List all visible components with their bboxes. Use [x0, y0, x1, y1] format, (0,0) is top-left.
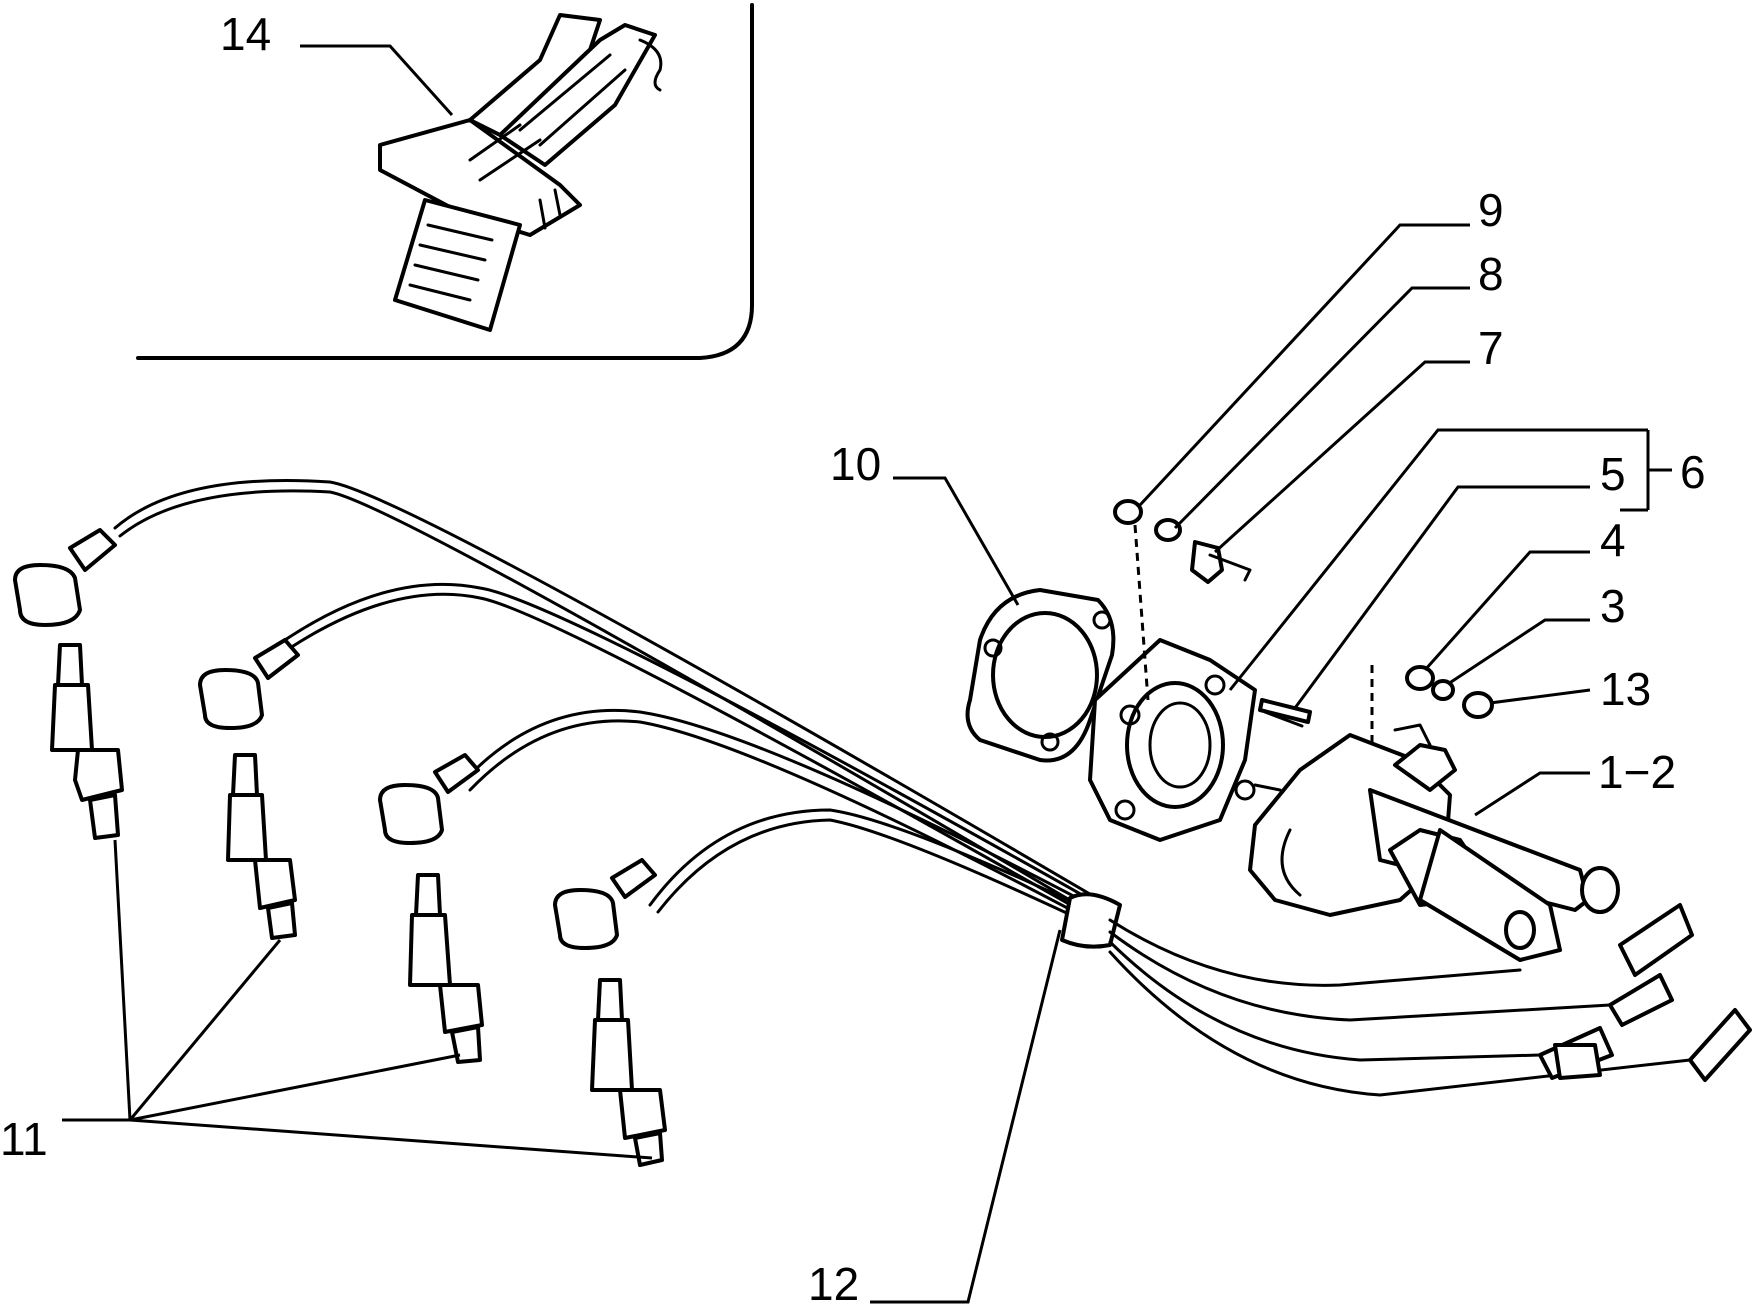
callout-10: 10	[830, 438, 881, 490]
callout-13: 13	[1600, 663, 1651, 715]
inset-frame	[136, 3, 754, 360]
leader-lines	[62, 44, 1672, 1304]
plug-cap-1	[13, 563, 82, 627]
ignition-leads	[113, 479, 1692, 1097]
plug-cap-2	[198, 668, 264, 730]
callout-6: 6	[1680, 446, 1706, 498]
callout-3: 3	[1600, 580, 1626, 632]
plug-cap-3	[378, 783, 444, 845]
callout-5: 5	[1600, 448, 1626, 500]
callout-9: 9	[1478, 184, 1504, 236]
callout-8: 8	[1478, 248, 1504, 300]
wiring-connector-icon	[378, 13, 663, 332]
lead-terminals	[1538, 903, 1752, 1082]
spark-plug-4	[590, 978, 667, 1167]
spark-plug-icon	[50, 643, 667, 1167]
spark-plug-2	[226, 753, 297, 940]
callout-4: 4	[1600, 514, 1626, 566]
bolt-part-7	[1190, 540, 1224, 584]
callout-11: 11	[0, 1113, 48, 1165]
ignition-distributor-icon	[1248, 723, 1620, 962]
stud-part-5	[1258, 698, 1312, 724]
mounting-flange-part	[1088, 638, 1304, 842]
callout-7: 7	[1478, 322, 1504, 374]
washer-part-4	[1405, 665, 1435, 691]
spark-plug-cap-icon	[13, 528, 657, 950]
callout-1-2: 1−2	[1598, 746, 1676, 798]
spring-washer-part-3	[1431, 679, 1455, 701]
spark-plug-3	[408, 873, 484, 1064]
nut-part-13	[1462, 691, 1494, 719]
nut-part-9	[1113, 499, 1143, 525]
callout-12: 12	[808, 1258, 859, 1305]
fastener-set-lower	[1370, 665, 1494, 745]
washer-part-8	[1154, 518, 1182, 542]
plug-cap-4	[553, 888, 619, 950]
callout-labels: 14 9 8 7 5 6 4 3 13 1−2 10 11 12	[0, 8, 1706, 1305]
spark-plug-1	[50, 643, 124, 840]
gasket-part	[965, 588, 1116, 763]
callout-14: 14	[220, 8, 271, 60]
fastener-set-upper	[1113, 499, 1252, 701]
